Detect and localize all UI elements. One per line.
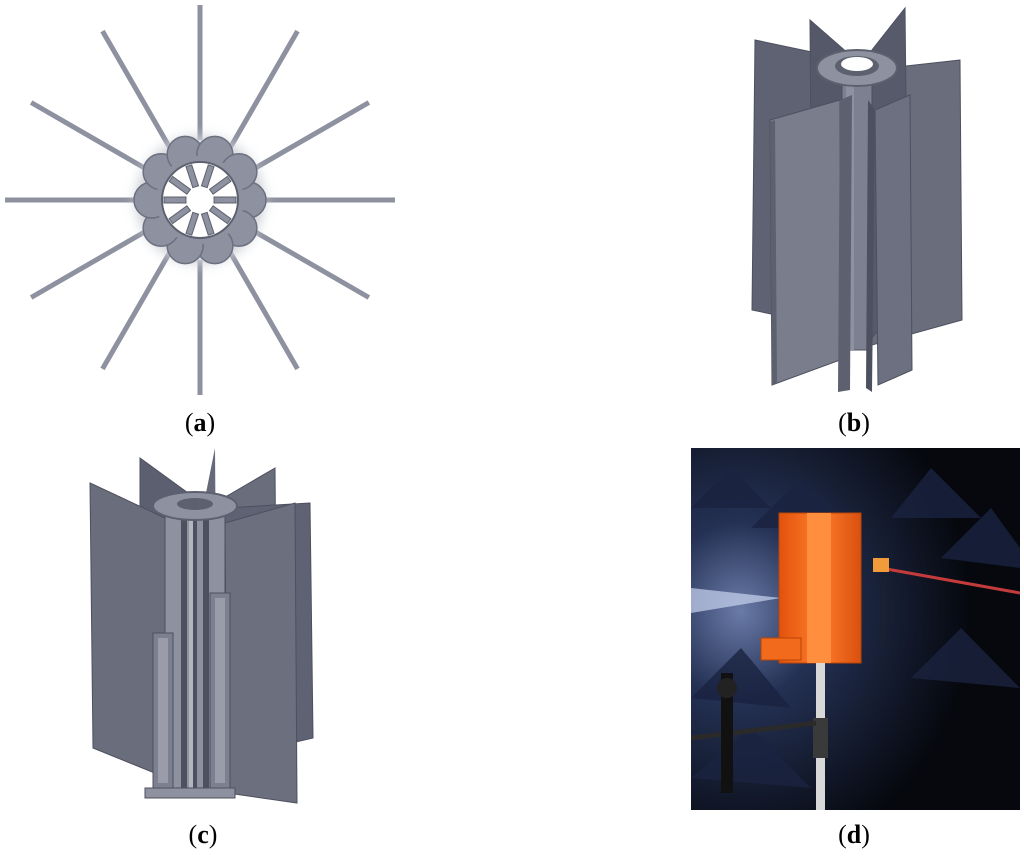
panel-b-perspective-view: [730, 0, 990, 400]
inner-slot: [208, 205, 232, 225]
caption-b: (b): [838, 408, 870, 437]
caption-a: (a): [184, 408, 216, 437]
inner-slot: [200, 211, 215, 236]
panel-c-cutaway-view: [85, 448, 325, 808]
fin-line: [29, 227, 150, 300]
caption-letter: b: [846, 408, 862, 437]
caption-letter: a: [193, 408, 207, 437]
inner-slot: [168, 175, 192, 195]
fin-line: [29, 100, 150, 173]
caption-letter: d: [846, 820, 862, 849]
fin-line: [100, 29, 173, 150]
caption-c: (c): [188, 820, 218, 849]
inner-slot: [185, 211, 200, 236]
inner-slot: [185, 164, 200, 189]
cutaway-drawing: [89, 448, 314, 804]
top-view-drawing: [5, 5, 395, 395]
caption-d: (d): [838, 820, 870, 849]
fin-line: [227, 250, 300, 371]
inner-slot: [168, 205, 192, 225]
caption-letter: c: [197, 820, 209, 849]
fin-line: [227, 29, 300, 150]
radial-fins: [5, 5, 395, 395]
inner-slot: [213, 196, 237, 204]
fin-line: [250, 227, 371, 300]
inner-slot: [208, 175, 232, 195]
panel-d-photo: [691, 448, 1020, 810]
central-hub: [133, 135, 267, 265]
fin-line: [250, 100, 371, 173]
inner-slot: [200, 164, 215, 189]
perspective-drawing: [751, 6, 963, 392]
panel-a-top-view: [0, 0, 400, 400]
inner-slot: [163, 196, 187, 204]
chamber-photo: [691, 448, 1020, 810]
fin-line: [100, 250, 173, 371]
